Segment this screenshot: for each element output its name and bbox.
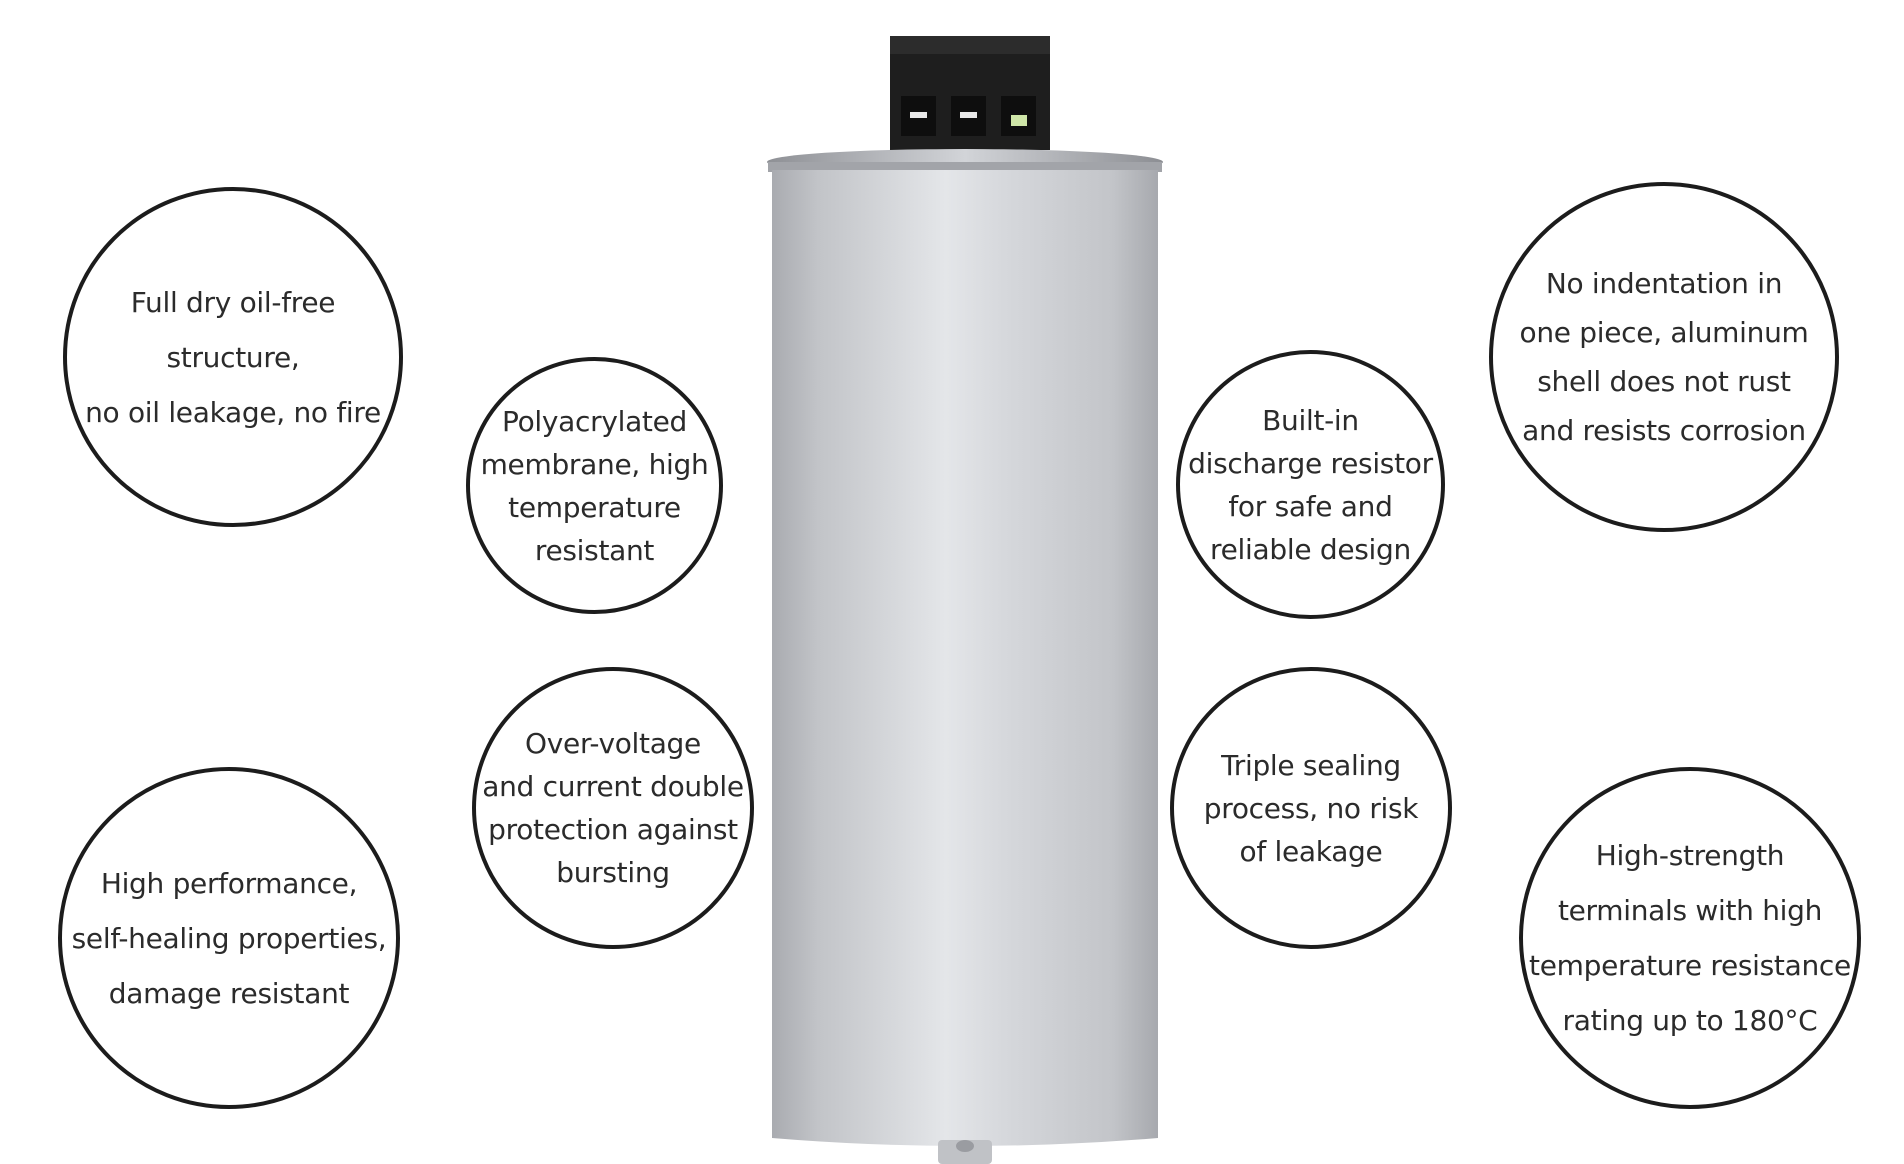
feature-text-discharge-resistor: Built-in discharge resistor for safe and…: [1188, 403, 1433, 566]
feature-circle-no-indentation: No indentation in one piece, aluminum sh…: [1489, 182, 1839, 532]
terminal-block: [890, 36, 1050, 150]
feature-circle-terminals: High-strength terminals with high temper…: [1519, 767, 1861, 1109]
feature-text-over-voltage: Over-voltage and current double protecti…: [482, 727, 744, 889]
feature-text-triple-sealing: Triple sealing process, no risk of leaka…: [1203, 748, 1419, 868]
feature-text-terminals: High-strength terminals with high temper…: [1529, 839, 1851, 1037]
feature-text-polyacrylated: Polyacrylated membrane, high temperature…: [480, 404, 709, 567]
feature-text-no-indentation: No indentation in one piece, aluminum sh…: [1519, 267, 1809, 447]
feature-circle-triple-sealing: Triple sealing process, no risk of leaka…: [1170, 667, 1452, 949]
feature-circle-discharge-resistor: Built-in discharge resistor for safe and…: [1176, 350, 1445, 619]
feature-circle-over-voltage: Over-voltage and current double protecti…: [472, 667, 754, 949]
feature-circle-high-performance: High performance, self-healing propertie…: [58, 767, 400, 1109]
capacitor-product-image: [767, 36, 1163, 1164]
feature-text-full-dry: Full dry oil-free structure, no oil leak…: [85, 285, 381, 429]
feature-text-high-performance: High performance, self-healing propertie…: [71, 866, 387, 1010]
feature-circle-full-dry: Full dry oil-free structure, no oil leak…: [63, 187, 403, 527]
feature-circle-polyacrylated: Polyacrylated membrane, high temperature…: [466, 357, 723, 614]
